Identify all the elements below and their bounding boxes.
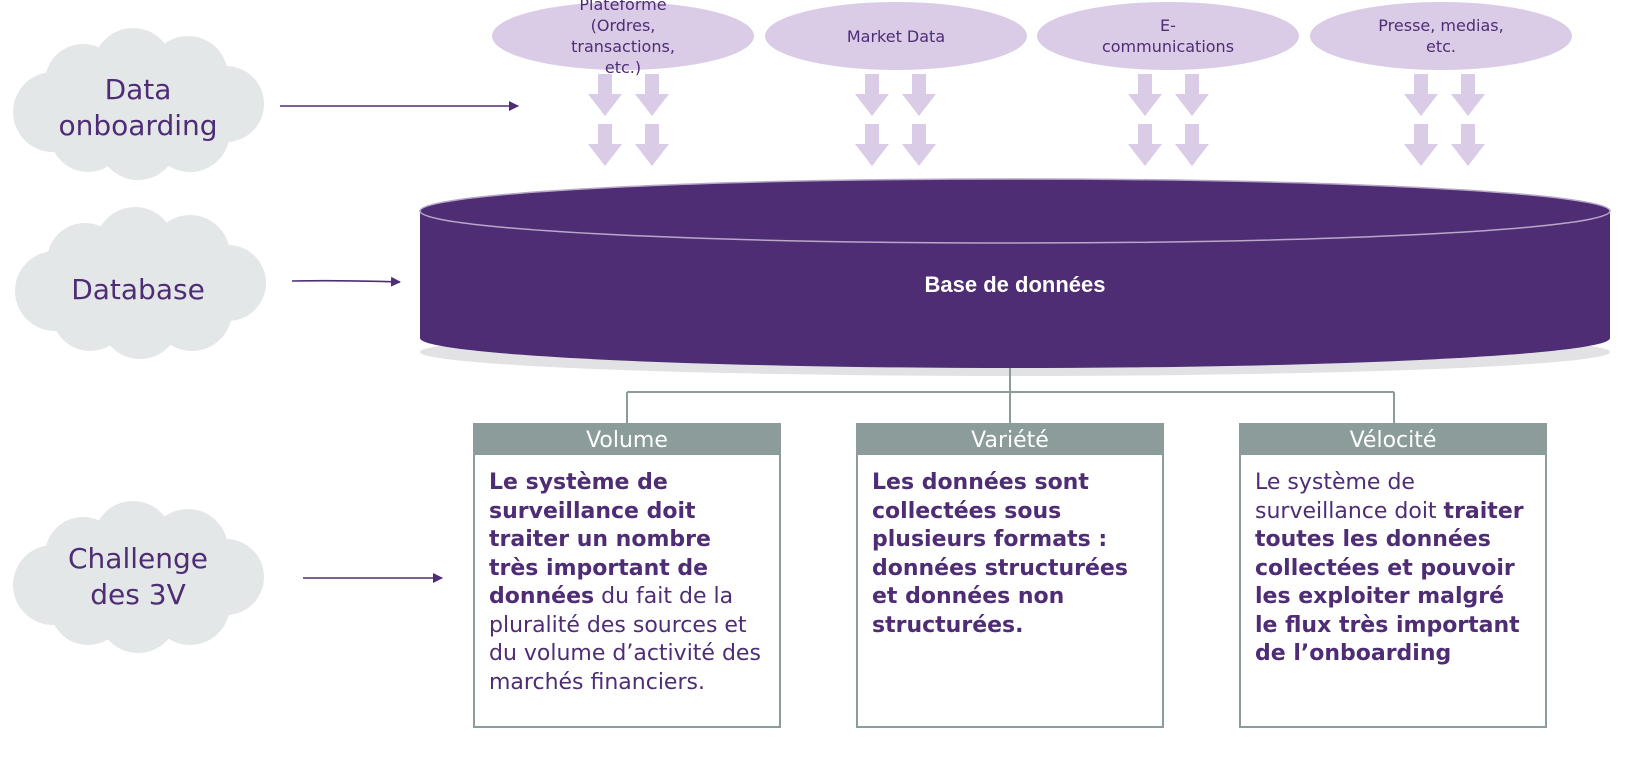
source-label-line: Presse, medias, [1378,16,1504,35]
stage-label-line: Data [104,73,172,106]
down-arrow [1175,124,1209,166]
stage-label-line: Challenge [68,542,208,575]
source-plateforme: Plateforme (Ordres,transactions, etc.) [492,0,754,77]
down-arrow [588,74,622,116]
challenge-title: Vélocité [1241,425,1545,455]
down-arrow [855,74,889,116]
challenge-text-normal: du fait de la pluralité des sources et d… [489,584,761,695]
stage-label-line: des 3V [90,578,186,611]
database-cylinder [419,178,1611,376]
challenge-text: Les données sont collectées sous plusieu… [858,455,1162,640]
challenge-box-velocite: Vélocité Le système de surveillance doit… [1239,423,1547,728]
source-label-line: Plateforme (Ordres, [579,0,667,35]
down-arrow [902,74,936,116]
down-arrow [635,74,669,116]
challenge-title: Variété [858,425,1162,455]
tree-connector [626,368,1395,423]
source-label-line: etc. [1425,37,1456,56]
down-arrow [1404,74,1438,116]
source-label-line: E-communications [1101,16,1235,56]
source-label-line: transactions, etc.) [571,37,675,77]
down-arrow [588,124,622,166]
down-arrow [1128,74,1162,116]
challenge-text-normal: Le système de surveillance doit [1255,470,1444,524]
down-arrow [1451,124,1485,166]
database-label: Base de données [924,272,1106,297]
down-arrow [1404,124,1438,166]
stage-label-line: Database [71,273,205,306]
stage-label-onboarding: Data onboarding [38,72,238,144]
source-presse-medias: Presse, medias, etc. [1310,2,1572,70]
challenge-text-bold: Les données sont collectées sous plusieu… [872,470,1128,638]
down-arrow [635,124,669,166]
arrow-database [291,276,401,287]
down-arrow [1175,74,1209,116]
challenge-box-volume: Volume Le système de surveillance doit t… [473,423,781,728]
challenge-text: Le système de surveillance doit traiter … [475,455,779,697]
stage-label-line: onboarding [58,109,218,142]
stage-label-database: Database [38,272,238,308]
source-arrows [588,74,1485,166]
source-label-line: Market Data [846,26,946,46]
challenge-text-bold: traiter toutes les données collectées et… [1255,498,1524,667]
challenge-text: Le système de surveillance doit traiter … [1241,455,1545,669]
down-arrow [1128,124,1162,166]
down-arrow [1451,74,1485,116]
stage-label-challenge: Challenge des 3V [38,541,238,613]
source-market-data: Market Data [765,2,1027,70]
down-arrow [855,124,889,166]
source-e-communications: E-communications [1037,2,1299,70]
challenge-title: Volume [475,425,779,455]
challenge-text-bold: Le système de surveillance doit traiter … [489,470,711,609]
down-arrow [902,124,936,166]
challenge-box-variete: Variété Les données sont collectées sous… [856,423,1164,728]
